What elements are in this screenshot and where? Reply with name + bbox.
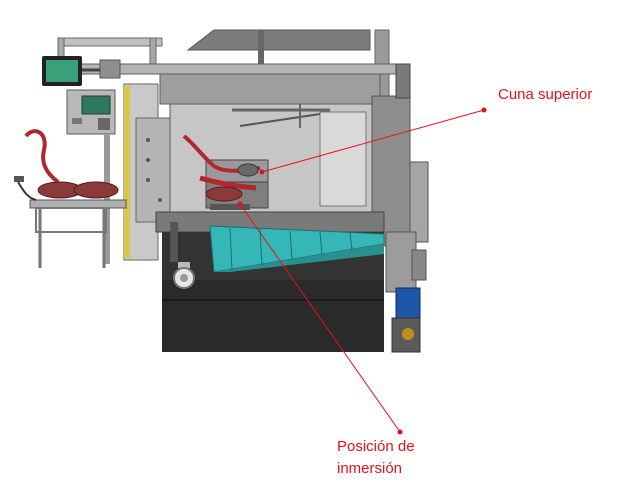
- top-gantry: [57, 37, 397, 105]
- immersion-tank: [209, 225, 385, 273]
- machine-base: [155, 211, 385, 352]
- side-wall: [123, 83, 175, 261]
- right-equipment: [385, 161, 429, 293]
- control-panel-icon: [66, 89, 116, 264]
- drain-valve-icon: [173, 262, 195, 289]
- motor-icon: [391, 287, 421, 353]
- monitor-icon: [42, 56, 100, 86]
- loading-table: [14, 129, 127, 268]
- cradle-assembly: [182, 134, 269, 210]
- immersion-position-label-line1: Posición de: [337, 438, 415, 455]
- callout-leaders: [237, 107, 487, 435]
- immersion-position-label-line2: inmersión: [337, 460, 403, 477]
- upper-cradle-label: Cuna superior: [498, 86, 593, 103]
- immersion-position-label: Posición de inmersión: [337, 436, 415, 480]
